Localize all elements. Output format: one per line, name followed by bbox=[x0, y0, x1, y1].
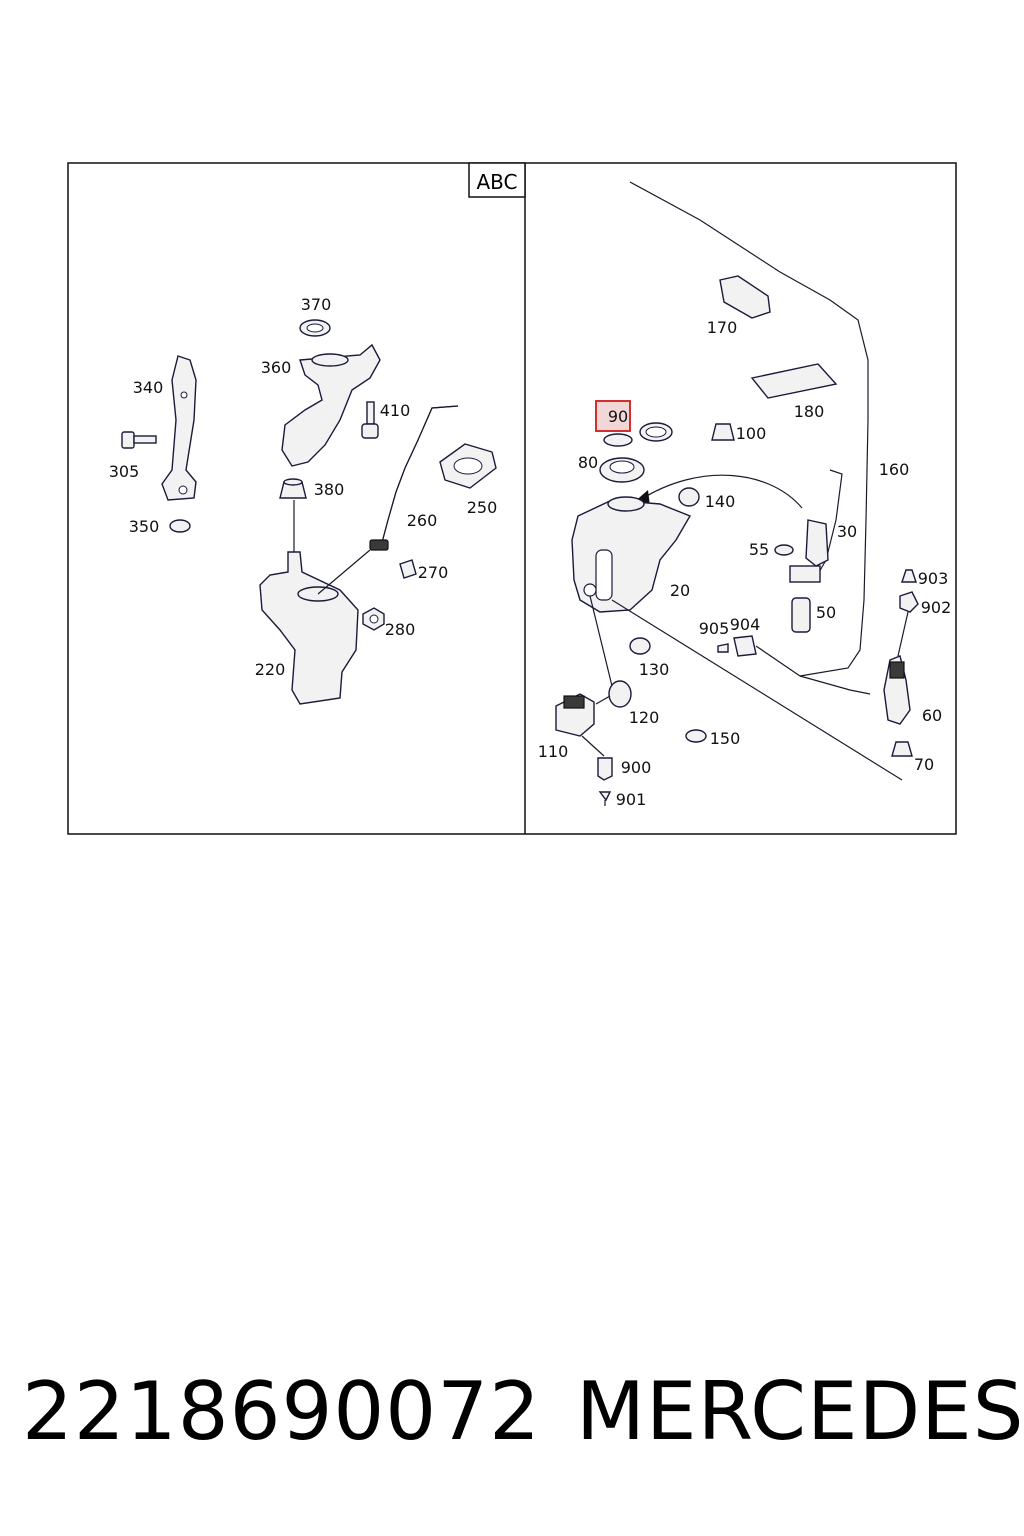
callout-901: 901 bbox=[616, 790, 647, 809]
callout-80: 80 bbox=[578, 453, 598, 472]
callout-55: 55 bbox=[749, 540, 769, 559]
part-30-sensor-wire bbox=[817, 469, 843, 575]
part-120-grommet bbox=[608, 680, 632, 708]
part-902-connector bbox=[899, 591, 919, 613]
part-50-filter bbox=[791, 597, 811, 633]
part-30-sensor-base bbox=[789, 565, 821, 583]
part-260-connector bbox=[369, 539, 389, 551]
part-30-level-sensor bbox=[805, 519, 829, 567]
part-270-clip bbox=[399, 559, 417, 579]
part-360-filler-neck bbox=[281, 343, 381, 467]
callout-902: 902 bbox=[921, 598, 952, 617]
part-180-label bbox=[750, 363, 838, 399]
section-label-box bbox=[468, 162, 526, 198]
part-305-bolt bbox=[121, 431, 135, 449]
brand-name: MERCEDES bbox=[576, 1365, 1024, 1458]
callout-360: 360 bbox=[261, 358, 292, 377]
part-160-wiring bbox=[629, 181, 869, 677]
callout-270: 270 bbox=[418, 563, 449, 582]
footer: 2218690072 MERCEDES bbox=[0, 1365, 1024, 1475]
callout-110: 110 bbox=[538, 742, 569, 761]
part-number: 2218690072 bbox=[22, 1365, 541, 1458]
callout-160: 160 bbox=[879, 460, 910, 479]
part-410-bolt bbox=[366, 401, 375, 425]
callout-130: 130 bbox=[639, 660, 670, 679]
callout-100: 100 bbox=[736, 424, 767, 443]
callout-340: 340 bbox=[133, 378, 164, 397]
callout-260: 260 bbox=[407, 511, 438, 530]
part-70-grommet bbox=[891, 741, 913, 757]
callout-150: 150 bbox=[710, 729, 741, 748]
part-140-grommet bbox=[678, 487, 700, 507]
callout-120: 120 bbox=[629, 708, 660, 727]
part-60-pump-top bbox=[889, 661, 905, 679]
callout-50: 50 bbox=[816, 603, 836, 622]
parts-diagram: ABC bbox=[67, 162, 957, 835]
callout-905: 905 bbox=[699, 619, 730, 638]
part-340-bracket bbox=[161, 355, 197, 501]
section-label: ABC bbox=[476, 170, 517, 194]
part-110-pump-top bbox=[563, 695, 585, 709]
part-305-bolt-shank bbox=[133, 435, 157, 444]
callout-20: 20 bbox=[670, 581, 690, 600]
part-410-bolt-head bbox=[361, 423, 379, 439]
callout-250: 250 bbox=[467, 498, 498, 517]
callout-903: 903 bbox=[918, 569, 949, 588]
part-130-grommet bbox=[629, 637, 651, 655]
callout-305: 305 bbox=[109, 462, 140, 481]
callout-220: 220 bbox=[255, 660, 286, 679]
callout-90: 90 bbox=[608, 407, 628, 426]
callout-904: 904 bbox=[730, 615, 761, 634]
part-100-grommet bbox=[711, 423, 735, 441]
part-901-plug bbox=[598, 791, 612, 802]
callout-410: 410 bbox=[380, 401, 411, 420]
part-55-oring bbox=[774, 544, 794, 556]
callout-900: 900 bbox=[621, 758, 652, 777]
part-170-cap bbox=[719, 275, 771, 319]
callout-180: 180 bbox=[794, 402, 825, 421]
callout-170: 170 bbox=[707, 318, 738, 337]
callout-140: 140 bbox=[705, 492, 736, 511]
callout-280: 280 bbox=[385, 620, 416, 639]
part-900-connector bbox=[597, 757, 613, 781]
part-904-connector bbox=[733, 635, 757, 657]
part-350-grommet bbox=[169, 519, 191, 533]
callout-30: 30 bbox=[837, 522, 857, 541]
part-360-cap bbox=[311, 353, 349, 367]
callout-350: 350 bbox=[129, 517, 160, 536]
callout-70: 70 bbox=[914, 755, 934, 774]
part-903-plug bbox=[901, 569, 917, 583]
callout-370: 370 bbox=[301, 295, 332, 314]
callout-60: 60 bbox=[922, 706, 942, 725]
highlight-box bbox=[595, 400, 631, 432]
part-150-grommet bbox=[685, 729, 707, 743]
callout-380: 380 bbox=[314, 480, 345, 499]
diagram-frame bbox=[67, 162, 957, 835]
assembly-arrow bbox=[639, 474, 803, 509]
part-905-plug bbox=[717, 643, 729, 653]
